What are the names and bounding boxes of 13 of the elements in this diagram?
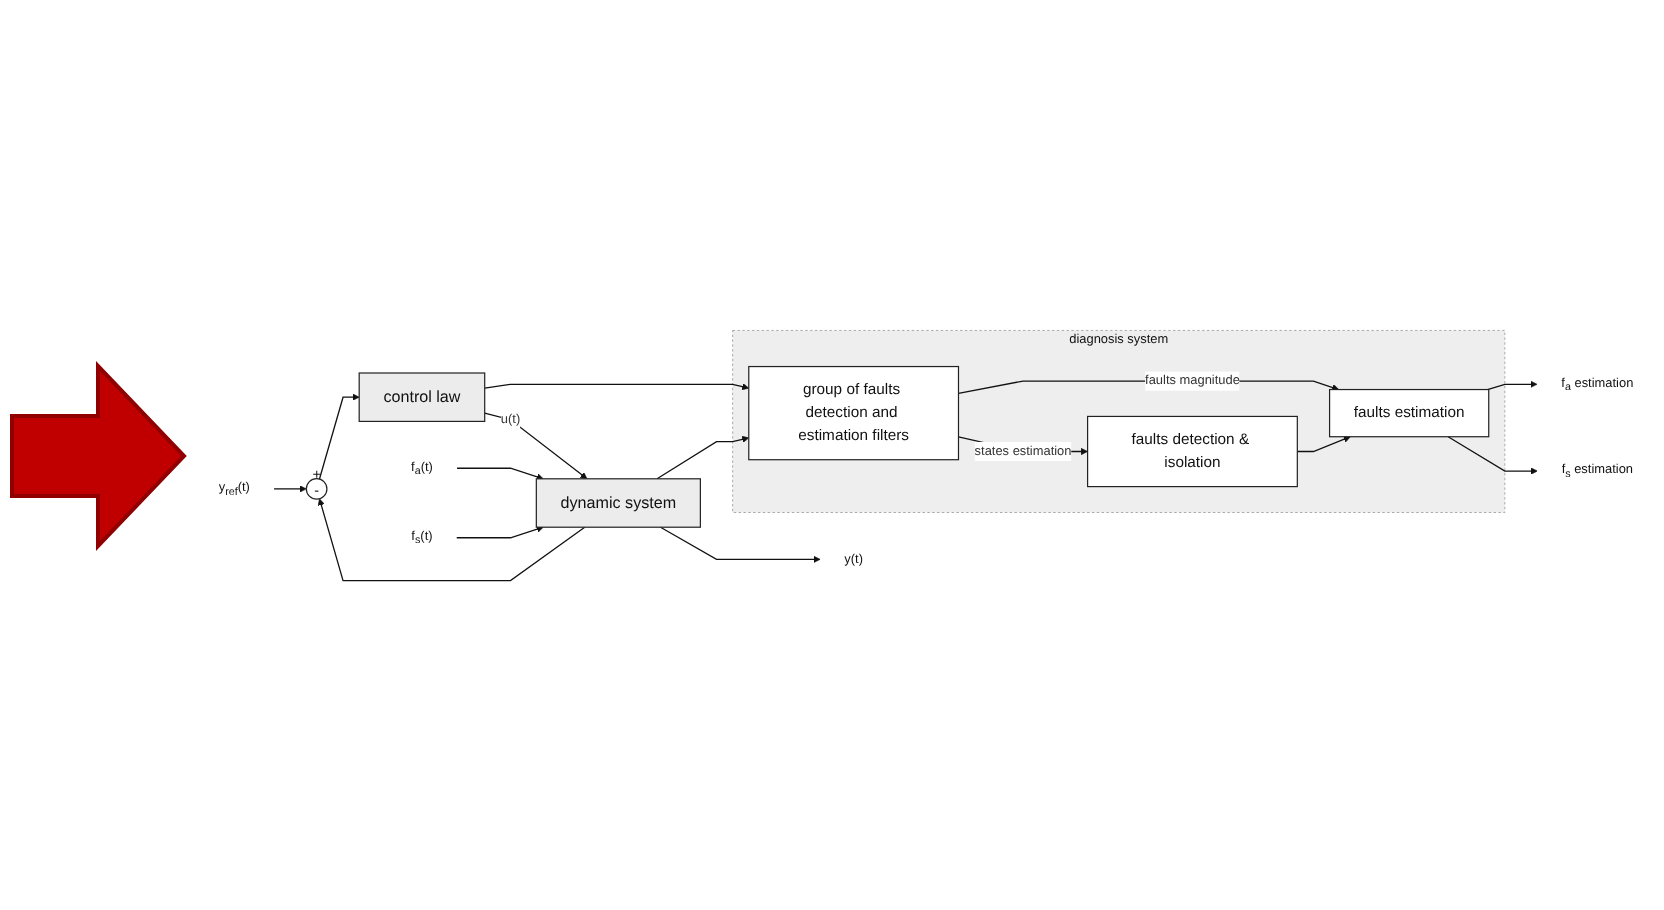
node-box: control law bbox=[358, 371, 486, 422]
node-box: dynamic system bbox=[535, 477, 701, 528]
arrow bbox=[318, 392, 360, 479]
arrow bbox=[273, 484, 307, 492]
arrow bbox=[456, 525, 544, 538]
arrow bbox=[1486, 379, 1538, 390]
arrow bbox=[456, 466, 544, 480]
arrow bbox=[1296, 435, 1351, 452]
arrow bbox=[1447, 435, 1538, 474]
arrow bbox=[656, 435, 750, 479]
arrow bbox=[317, 497, 586, 581]
arrow bbox=[659, 525, 821, 563]
arrow bbox=[484, 382, 750, 390]
